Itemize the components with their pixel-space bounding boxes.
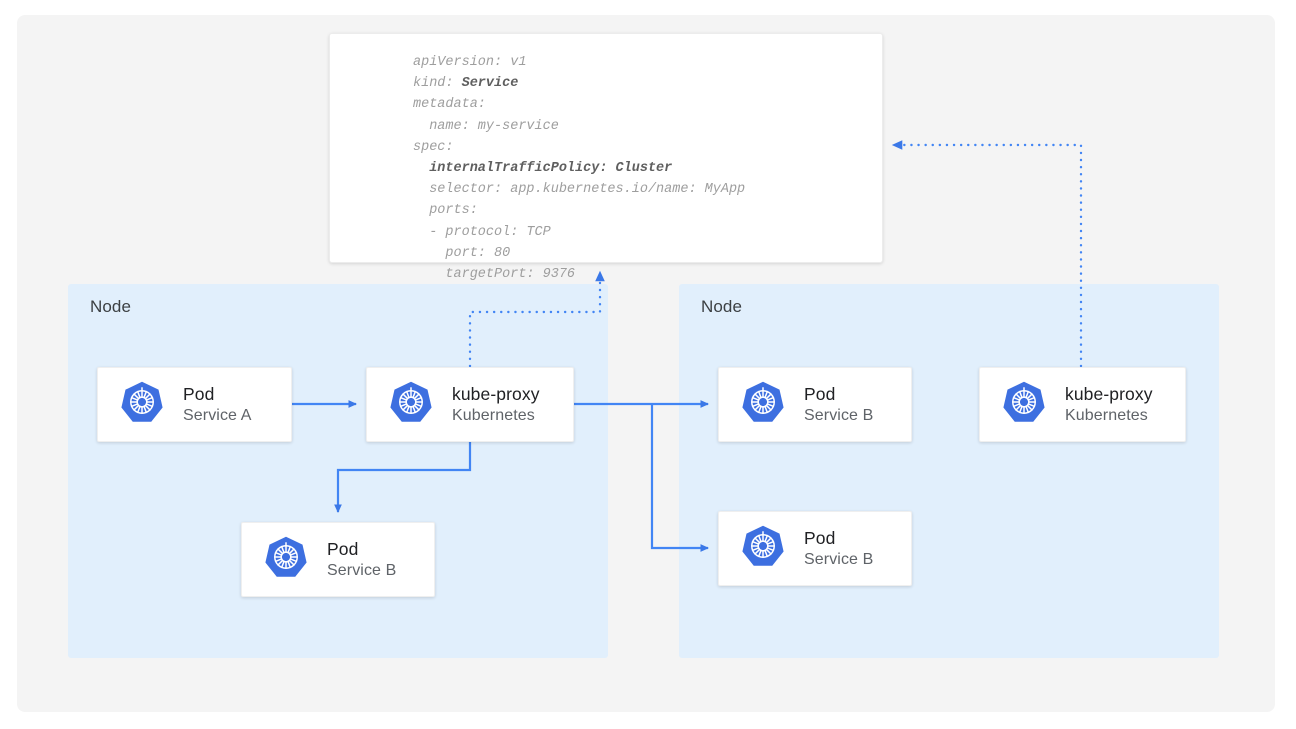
kubernetes-icon	[121, 381, 163, 422]
kubernetes-icon	[120, 380, 164, 429]
kubernetes-icon	[264, 535, 308, 584]
yaml-line: selector: app.kubernetes.io/name: MyApp	[413, 182, 746, 198]
box-title: Pod	[327, 539, 359, 559]
pod-box-service-b-remote-top[interactable]: Pod Service B	[718, 367, 912, 442]
node-label-left: Node	[90, 297, 132, 316]
kubernetes-icon	[1002, 380, 1046, 429]
box-subtitle: Kubernetes	[1065, 407, 1148, 424]
kubernetes-icon	[265, 536, 307, 577]
yaml-line: apiVersion: v1	[413, 55, 527, 70]
yaml-line: spec:	[413, 139, 454, 155]
kube-proxy-box-right[interactable]: kube-proxy Kubernetes	[979, 367, 1186, 442]
yaml-bold-value: Service	[461, 76, 519, 92]
kubernetes-icon	[390, 381, 432, 422]
box-title: kube-proxy	[1065, 384, 1153, 404]
yaml-line: ports:	[413, 203, 478, 219]
kubernetes-icon	[742, 525, 784, 566]
yaml-line: name: my-service	[413, 118, 559, 134]
box-subtitle: Service A	[183, 407, 252, 424]
box-subtitle: Service B	[804, 407, 874, 424]
node-container-left: Node	[68, 284, 608, 658]
kubernetes-icon	[389, 380, 433, 429]
box-title: Pod	[183, 384, 215, 404]
yaml-line: - protocol: TCP	[413, 224, 551, 240]
service-manifest-card-visible: apiVersion: v1 kind: Service metadata: nam…	[329, 33, 883, 282]
pod-box-service-b-local[interactable]: Pod Service B	[241, 522, 435, 597]
yaml-line: targetPort: 9376	[413, 267, 576, 283]
kubernetes-icon	[742, 381, 784, 422]
pod-box-service-a[interactable]: Pod Service A	[97, 367, 292, 442]
node-container-right: Node	[679, 284, 1219, 658]
box-subtitle: Kubernetes	[452, 407, 535, 424]
box-title: kube-proxy	[452, 384, 540, 404]
yaml-line: kind: Service	[413, 76, 519, 92]
service-manifest-yaml: apiVersion: v1 kind: Service metadata: nam…	[413, 52, 745, 285]
kubernetes-icon	[741, 380, 785, 429]
box-title: Pod	[804, 528, 836, 548]
box-title: Pod	[804, 384, 836, 404]
kubernetes-icon	[741, 524, 785, 573]
kube-proxy-box-left[interactable]: kube-proxy Kubernetes	[366, 367, 574, 442]
yaml-line: internalTrafficPolicy: Cluster	[413, 161, 673, 177]
yaml-line: metadata:	[413, 97, 486, 113]
box-subtitle: Service B	[804, 551, 874, 568]
node-label-right: Node	[701, 297, 743, 316]
box-subtitle: Service B	[327, 562, 397, 579]
kubernetes-icon	[1003, 381, 1045, 422]
yaml-line: port: 80	[413, 245, 511, 261]
pod-box-service-b-remote-bottom[interactable]: Pod Service B	[718, 511, 912, 586]
